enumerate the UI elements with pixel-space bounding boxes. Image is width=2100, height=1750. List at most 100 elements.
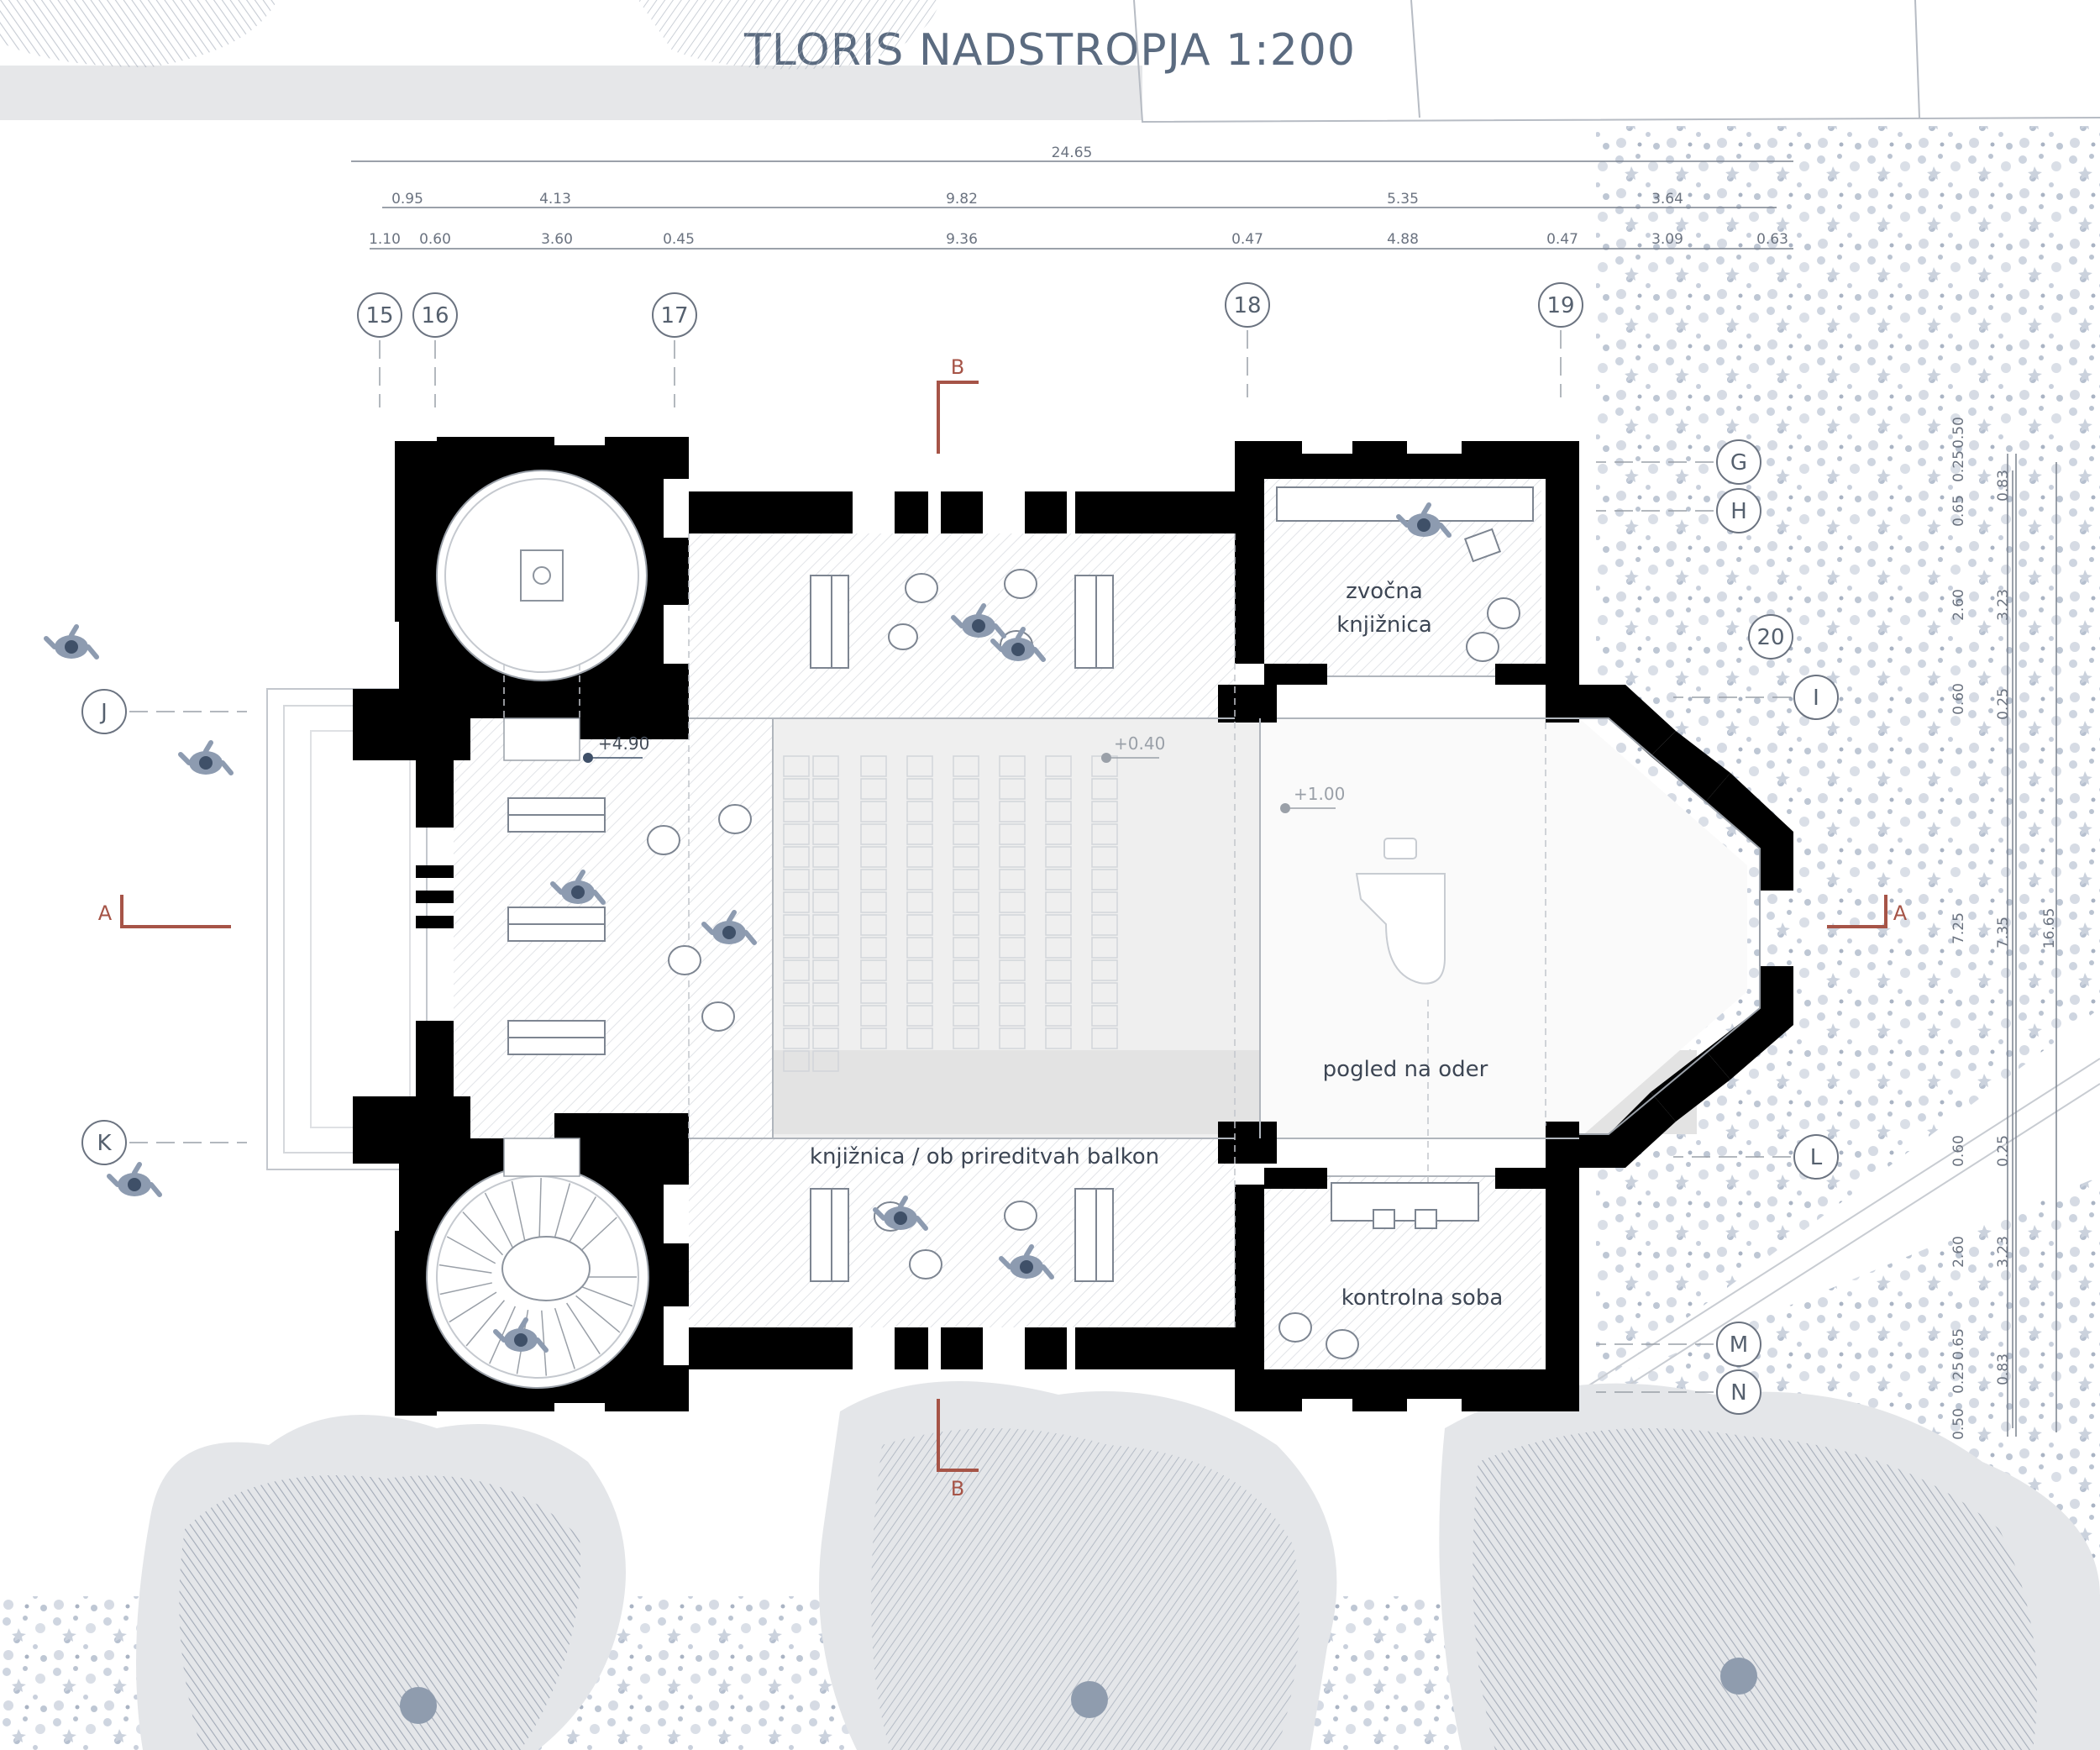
dim-label: 5.35 <box>1387 191 1419 208</box>
dim-label: 0.45 <box>663 231 695 248</box>
seat <box>783 959 810 981</box>
seat <box>906 982 933 1004</box>
seat <box>1091 801 1118 822</box>
auditorium-seats <box>783 755 1118 1072</box>
seat <box>906 801 933 822</box>
dim-label: 7.25 <box>1950 912 1967 944</box>
path-diagonal <box>1587 1058 2100 1412</box>
seat <box>906 755 933 777</box>
stair-tread <box>575 1295 621 1333</box>
seat <box>812 914 839 936</box>
grid-axis-label: 19 <box>1546 293 1574 318</box>
grid-axis-bubble <box>1793 1134 1839 1180</box>
seat <box>1091 1027 1118 1049</box>
dim-label: 3.09 <box>1651 231 1683 248</box>
stair-tread <box>446 1236 496 1264</box>
seat <box>783 869 810 891</box>
seat <box>999 755 1026 777</box>
seat <box>860 914 887 936</box>
dim-overall: 24.65 <box>1052 145 1093 161</box>
seat <box>783 937 810 959</box>
seat <box>1045 778 1072 800</box>
seat <box>999 1027 1026 1049</box>
room-library-balcony: knjižnica / ob prireditvah balkon <box>810 1144 1159 1169</box>
dim-label: 0.47 <box>1231 231 1263 248</box>
grid-axis-label: H <box>1730 499 1747 524</box>
desk <box>1463 528 1502 563</box>
dim-label: 2.60 <box>1950 1236 1967 1268</box>
seat <box>999 801 1026 822</box>
seat <box>906 869 933 891</box>
dim-label: 9.36 <box>946 231 978 248</box>
grid-axis-bubble <box>652 292 697 338</box>
level-upper: +4.90 <box>598 733 649 754</box>
seat <box>812 755 839 777</box>
stair-tread <box>449 1291 497 1323</box>
seat <box>906 1027 933 1049</box>
grid-axis-label: N <box>1730 1380 1746 1406</box>
dim-label: 0.25 <box>1995 688 2012 720</box>
grid-axis-label: M <box>1730 1332 1748 1358</box>
seat <box>1091 914 1118 936</box>
dimension-lines <box>351 160 2057 1437</box>
dim-label: 0.83 <box>1995 1353 2012 1385</box>
seat <box>1045 937 1072 959</box>
seat <box>1045 846 1072 868</box>
person-figure <box>550 870 606 905</box>
grid-axis-label: 20 <box>1756 625 1784 650</box>
stair-tread <box>484 1192 514 1249</box>
seat <box>1091 778 1118 800</box>
dim-label: 9.82 <box>946 191 978 208</box>
seat <box>1091 891 1118 913</box>
seat <box>812 823 839 845</box>
dim-label: 1.10 <box>369 231 401 248</box>
grid-axis-label: 18 <box>1233 293 1261 318</box>
seat <box>812 1027 839 1049</box>
dim-label: 0.47 <box>1546 231 1578 248</box>
seat <box>783 1050 810 1072</box>
dim-label: 0.25 <box>1950 1362 1967 1394</box>
stair-tread <box>565 1302 601 1355</box>
seat <box>783 801 810 822</box>
dim-label: 0.25 <box>1995 1135 2012 1167</box>
dim-label: 0.65 <box>1950 495 1967 527</box>
seat <box>812 937 839 959</box>
seat <box>999 914 1026 936</box>
dim-label: 0.50 <box>1950 1408 1967 1440</box>
seat <box>783 778 810 800</box>
seat <box>1045 891 1072 913</box>
seat <box>1045 801 1072 822</box>
building <box>44 437 1793 1416</box>
seat <box>812 846 839 868</box>
dim-label: 2.60 <box>1950 589 1967 621</box>
seat <box>999 823 1026 845</box>
entrance-platform <box>266 688 428 1170</box>
grid-axis-bubble <box>81 689 127 734</box>
dim-label: 3.64 <box>1651 191 1683 208</box>
dim-right-col2: 0.833.230.257.350.253.230.83 <box>1995 470 2012 1385</box>
seat <box>999 869 1026 891</box>
seat <box>906 937 933 959</box>
seat <box>999 846 1026 868</box>
stair-tread <box>465 1300 506 1347</box>
section-label-b-top: B <box>951 355 964 379</box>
stair-tread <box>552 1183 571 1246</box>
seat <box>1045 869 1072 891</box>
seat <box>860 891 887 913</box>
section-label-a-right: A <box>1893 901 1908 925</box>
dim-label: 3.23 <box>1995 1236 2012 1268</box>
seat <box>999 937 1026 959</box>
seat <box>860 982 887 1004</box>
person-figure <box>951 603 1006 639</box>
seat <box>999 982 1026 1004</box>
seat <box>1045 1005 1072 1027</box>
grid-axis-label: I <box>1813 686 1819 711</box>
seat <box>783 1005 810 1027</box>
dim-right-overall: 16.65 <box>2041 908 2058 949</box>
seat <box>1091 937 1118 959</box>
grid-axis-label: 15 <box>365 303 393 328</box>
person-figure <box>44 624 99 660</box>
seat <box>860 959 887 981</box>
